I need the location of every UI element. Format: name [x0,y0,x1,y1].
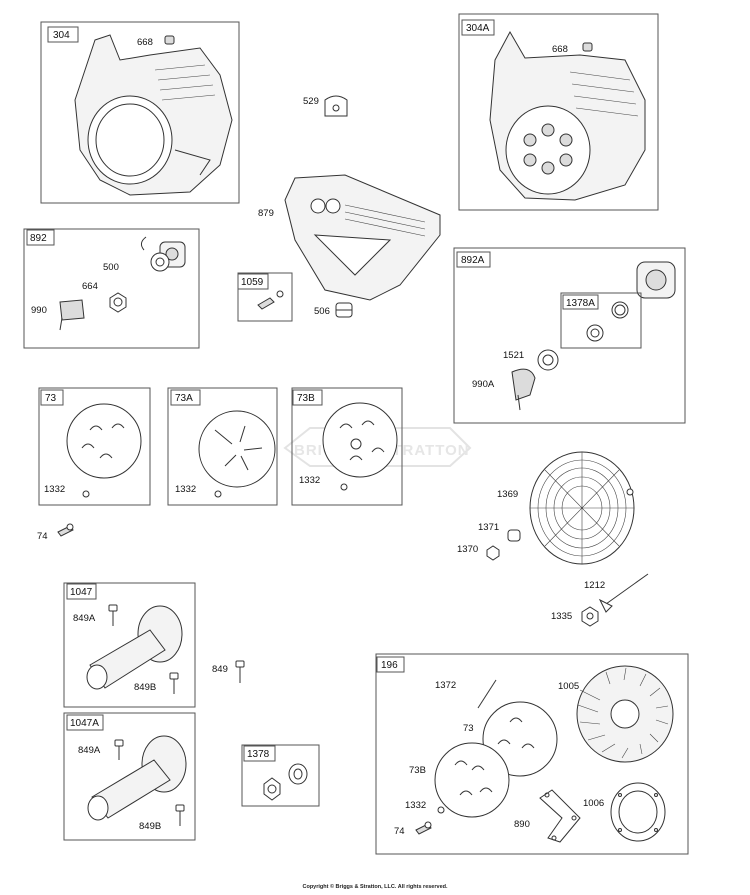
label-890: 890 [514,819,530,830]
part-1521 [537,349,559,371]
part-990-key [59,299,85,331]
label-1370: 1370 [457,544,478,555]
label-668-a: 668 [137,37,153,48]
part-1332-in-196 [437,806,445,814]
label-1006: 1006 [583,798,604,809]
box-label-73A: 73A [175,393,193,404]
part-1378-nut [263,777,281,801]
box-892: 892 500 664 990 [23,228,200,349]
box-1059: 1059 [237,272,293,322]
label-529: 529 [303,96,319,107]
box-label-892: 892 [30,233,47,244]
part-1059-washer [276,290,284,298]
label-1521: 1521 [503,350,524,361]
blower-housing-304 [74,34,233,196]
box-196: 196 1372 1005 73 73B 1332 74 [375,653,689,855]
part-1370 [486,545,500,561]
box-label-73B: 73B [297,393,315,404]
label-849B-b: 849B [139,821,161,832]
label-74-a: 74 [37,531,48,542]
screen-disc-73 [66,403,142,479]
box-1378: 1378 [241,744,320,807]
part-1006-gasket [610,782,666,842]
box-73: 73 1332 [38,387,151,506]
box-304: 304 668 [40,21,240,204]
box-304A: 304A 668 [458,13,659,211]
part-clip [140,236,147,251]
label-500: 500 [103,262,119,273]
box-label-1378A: 1378A [566,298,595,309]
part-1005-flywheel [576,665,674,763]
screen-disc-73A [198,410,276,488]
label-668-b: 668 [552,44,568,55]
box-label-73: 73 [45,393,57,404]
label-1369: 1369 [497,489,518,500]
part-500 [150,252,170,272]
label-506: 506 [314,306,330,317]
part-1369-fan-guard [529,451,635,565]
label-664: 664 [82,281,98,292]
label-849A-b: 849A [78,745,101,756]
box-label-304: 304 [53,30,70,41]
box-label-1047A: 1047A [70,718,99,729]
shaft-adapter-1047A [87,735,187,821]
shaft-adapter-1047 [86,605,183,690]
label-990A: 990A [472,379,495,390]
label-1332-a: 1332 [44,484,65,495]
label-849: 849 [212,664,228,675]
part-506 [335,302,353,318]
part-1378A-ring [611,301,629,319]
part-664-nut [109,292,127,313]
part-74-screw-b [415,821,432,835]
part-849 [235,660,245,683]
blower-housing-304A [489,30,646,201]
box-73B: 73B 1332 [291,387,403,506]
box-1047: 1047 849A 849B [63,582,196,708]
part-668-b [582,42,593,52]
part-990A-key [511,368,536,411]
box-label-304A: 304A [466,23,490,34]
label-73-in-196: 73 [463,723,474,734]
part-1059-screw [257,297,275,310]
part-switch-892A [636,261,676,299]
label-1332-b: 1332 [175,484,196,495]
label-74-b: 74 [394,826,405,837]
part-1212-stud [598,573,649,613]
label-1005: 1005 [558,681,579,692]
label-849B-a: 849B [134,682,156,693]
part-74-screw-a [57,523,74,537]
label-1332-d: 1332 [405,800,426,811]
part-529 [324,95,348,117]
box-label-196: 196 [381,660,398,671]
screen-disc-73B-in-196 [434,742,510,818]
part-1335-nut [581,606,599,627]
box-label-1047: 1047 [70,587,93,598]
label-1212: 1212 [584,580,605,591]
box-label-892A: 892A [461,255,485,266]
label-879: 879 [258,208,274,219]
label-990: 990 [31,305,47,316]
part-1371 [507,529,521,542]
label-1332-c: 1332 [299,475,320,486]
part-890-bracket [539,789,581,843]
part-1378A-nut [586,324,604,342]
part-1372-pin [477,679,497,709]
box-label-1378: 1378 [247,749,270,760]
label-1335: 1335 [551,611,572,622]
screen-disc-73B [322,402,398,478]
label-1371: 1371 [478,522,499,533]
box-1047A: 1047A 849A 849B [63,712,196,841]
label-849A-a: 849A [73,613,96,624]
label-73B-in-196: 73B [409,765,426,776]
part-1378-washer [288,763,308,785]
copyright-text: Copyright © Briggs & Stratton, LLC. All … [302,884,448,890]
part-668-a [164,35,175,45]
label-1372: 1372 [435,680,456,691]
box-label-1059: 1059 [241,277,264,288]
box-892A: 892A 1378A 1521 990A [453,247,686,424]
part-879-shroud [284,174,441,301]
box-73A: 73A 1332 [167,387,278,506]
